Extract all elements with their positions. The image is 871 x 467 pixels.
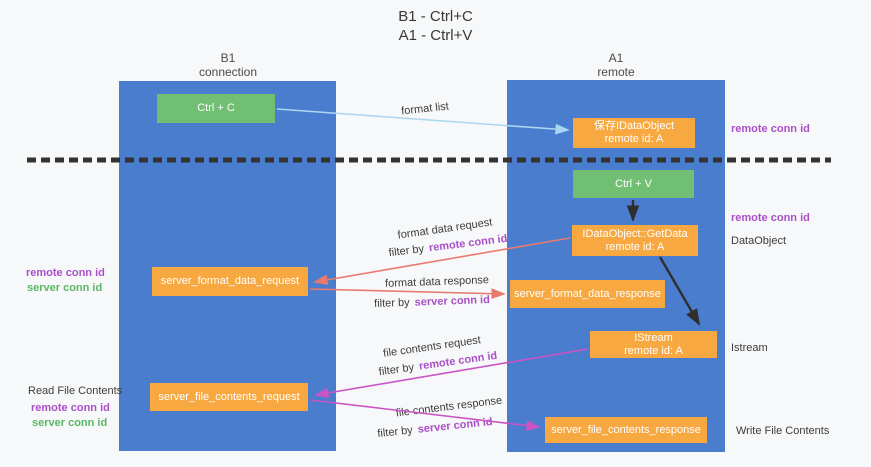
filter-by-server-1: filter by server conn id [374, 294, 490, 310]
filter-by-text: filter by [388, 242, 425, 260]
server-file-contents-response-box: server_file_contents_response [545, 417, 707, 443]
server-format-data-response-box: server_format_data_response [510, 280, 665, 308]
title-line-2: A1 - Ctrl+V [398, 27, 473, 44]
server-format-data-response-label: server_format_data_response [514, 287, 661, 300]
right-column-header: A1 remote [507, 51, 725, 79]
server-file-contents-response-label: server_file_contents_response [551, 423, 701, 436]
filter-by-text: filter by [373, 296, 410, 311]
read-file-contents-label: Read File Contents [28, 385, 123, 397]
left-column-name: B1 [220, 51, 236, 65]
ctrl-v-label: Ctrl + V [615, 177, 652, 190]
server-conn-id-left-bottom: server conn id [32, 417, 108, 429]
server-format-data-request-label: server_format_data_request [160, 275, 300, 287]
format-data-response-arrow [309, 288, 506, 300]
write-file-contents-label: Write File Contents [736, 425, 830, 437]
filter-by-server-2: filter by server conn id [377, 416, 493, 440]
server-file-contents-request-label: server_file_contents_request [158, 390, 300, 403]
right-column-name: A1 [608, 51, 624, 65]
format-data-response-label: format data response [384, 274, 490, 290]
title-line-1: B1 - Ctrl+C [398, 8, 473, 25]
format-list-label: format list [400, 100, 450, 118]
istream-line1: IStream [634, 331, 673, 344]
getdata-line1: IDataObject::GetData [582, 227, 688, 240]
server-conn-id-left-mid: server conn id [27, 282, 103, 294]
left-column-subtitle: connection [198, 65, 258, 79]
istream-box: IStream remote id: A [590, 331, 717, 358]
server-file-contents-request-box: server_file_contents_request [150, 383, 308, 411]
right-column-subtitle: remote [597, 65, 635, 79]
dataobject-label: DataObject [731, 235, 787, 247]
idataobject-getdata-box: IDataObject::GetData remote id: A [572, 225, 698, 256]
server-conn-id-text: server conn id [417, 415, 494, 436]
server-format-data-request-box: server_format_data_request [152, 267, 308, 296]
ctrl-c-label: Ctrl + C [197, 102, 235, 114]
save-idataobject-line2: remote id: A [604, 133, 664, 145]
remote-conn-id-left-bottom: remote conn id [31, 402, 110, 414]
remote-conn-id-text: remote conn id [428, 232, 508, 255]
filter-by-text: filter by [378, 361, 415, 379]
remote-conn-id-right-top: remote conn id [731, 123, 810, 135]
save-idataobject-box: 保存IDataObject remote id: A [573, 118, 695, 148]
istream-side-label: Istream [731, 342, 768, 354]
save-idataobject-line1: 保存IDataObject [593, 120, 675, 132]
remote-conn-id-left-mid: remote conn id [26, 267, 105, 279]
ctrl-v-box: Ctrl + V [573, 170, 694, 198]
istream-line2: remote id: A [624, 344, 683, 357]
diagram-title: B1 - Ctrl+C A1 - Ctrl+V [0, 7, 871, 45]
left-column-header: B1 connection [120, 51, 336, 79]
ctrl-c-box: Ctrl + C [157, 94, 275, 123]
getdata-line2: remote id: A [605, 240, 665, 253]
server-conn-id-text: server conn id [414, 293, 491, 309]
filter-by-text: filter by [376, 424, 414, 441]
remote-conn-id-right-mid: remote conn id [731, 212, 810, 224]
